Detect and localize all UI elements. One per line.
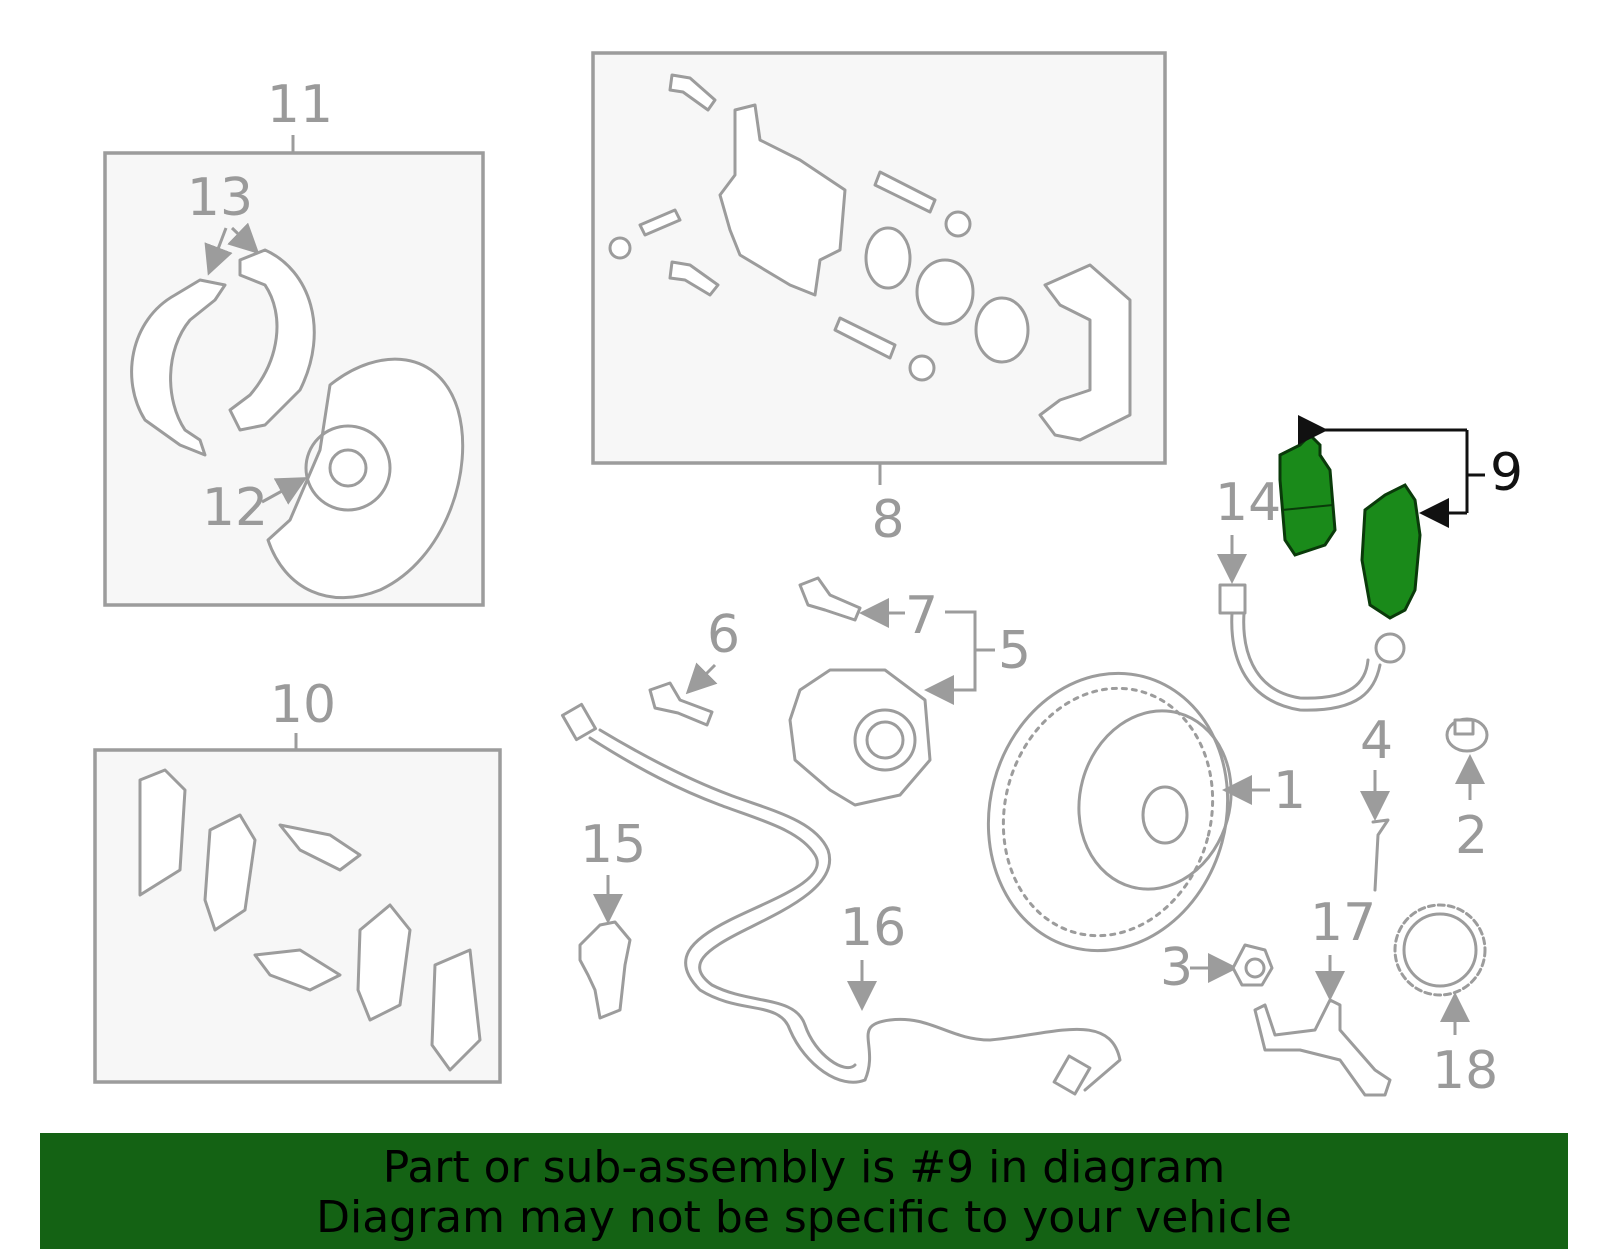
callout-16[interactable]: 16 (840, 898, 906, 958)
callout-3[interactable]: 3 (1160, 938, 1193, 998)
part-18-tone-ring: 18 (1393, 903, 1498, 1101)
part-16-abs-sensor: 16 (560, 702, 1122, 1096)
piston (915, 258, 975, 326)
callout-8[interactable]: 8 (871, 490, 904, 550)
shim-a (138, 768, 187, 897)
guide-pin-upper (873, 170, 937, 214)
clip-b (253, 948, 342, 992)
part-6-bolt: 6 (648, 605, 740, 727)
brake-shoe-right (228, 248, 316, 432)
backing-plate (266, 357, 465, 600)
callout-7[interactable]: 7 (905, 586, 938, 646)
caliper-bolt-bottom (668, 260, 720, 297)
box-hardware-kit: 10 (93, 675, 502, 1084)
hub-bolt (798, 576, 862, 622)
part-2-plug: 2 (1445, 717, 1489, 866)
caliper-bolt-top (668, 73, 717, 112)
callout-18[interactable]: 18 (1432, 1041, 1498, 1101)
callout-9[interactable]: 9 (1490, 443, 1523, 503)
callout-1[interactable]: 1 (1273, 761, 1306, 821)
wheel-hub (788, 668, 932, 807)
clip-a (278, 823, 362, 872)
callout-15[interactable]: 15 (580, 815, 646, 875)
callout-2[interactable]: 2 (1455, 806, 1488, 866)
notice-banner: Part or sub-assembly is #9 in diagram Di… (40, 1133, 1568, 1249)
piston-seal (864, 226, 912, 290)
callout-4[interactable]: 4 (1360, 711, 1393, 771)
brake-pad-inner[interactable] (1278, 432, 1337, 557)
caliper-bracket (1038, 263, 1132, 442)
shim-b (203, 813, 257, 932)
callout-14[interactable]: 14 (1215, 473, 1281, 533)
banner-line-2: Diagram may not be specific to your vehi… (316, 1192, 1292, 1243)
box-caliper-assembly: 8 (591, 51, 1167, 550)
callout-11[interactable]: 11 (267, 75, 333, 135)
hub-assembly: 7 5 (788, 576, 1031, 807)
shim-c (356, 903, 412, 1022)
part-4-clip: 4 (1360, 711, 1393, 892)
brake-rotor: 1 (986, 671, 1306, 953)
banner-line-1: Part or sub-assembly is #9 in diagram (382, 1142, 1226, 1193)
callout-17[interactable]: 17 (1310, 893, 1376, 953)
box-parking-brake-shoes: 11 13 12 (103, 75, 485, 607)
callout-6[interactable]: 6 (707, 605, 740, 665)
brake-hose: 14 (1215, 473, 1406, 712)
callout-13[interactable]: 13 (187, 168, 253, 228)
shim-d (430, 948, 482, 1072)
guide-pin-lower (833, 316, 897, 360)
guide-boot-lower (908, 354, 936, 382)
bleeder-screw (638, 208, 682, 237)
caliper-housing (718, 103, 847, 297)
part-17-bracket: 17 (1253, 893, 1392, 1097)
brake-shoe-left (130, 278, 227, 457)
bleeder-cap (608, 236, 632, 260)
part-3-nut: 3 (1160, 938, 1274, 998)
callout-5[interactable]: 5 (998, 621, 1031, 681)
guide-boot-upper (944, 210, 972, 238)
brake-pad-outer[interactable] (1360, 483, 1422, 620)
part-15-bracket: 15 (578, 815, 646, 1020)
callout-12[interactable]: 12 (202, 478, 268, 538)
callout-10[interactable]: 10 (270, 675, 336, 735)
brake-pads-highlighted[interactable]: 9 (1278, 415, 1523, 620)
dust-boot (974, 296, 1030, 364)
